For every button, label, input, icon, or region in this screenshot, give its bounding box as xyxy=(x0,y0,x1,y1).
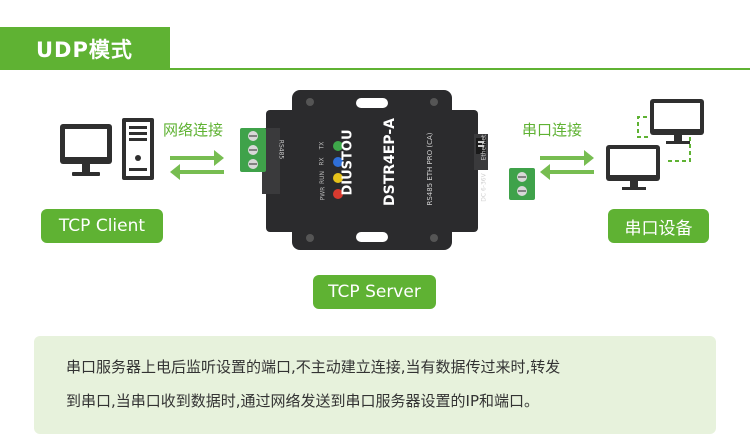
power-spec-label: DC 6-36V xyxy=(481,168,488,208)
power-terminal-block xyxy=(505,168,539,204)
led-label-run: RUN xyxy=(319,171,326,184)
pc-icon xyxy=(58,116,158,186)
port-rs485-label: RS485 xyxy=(278,130,285,170)
led-label-tx: TX xyxy=(318,142,325,150)
tcp-client-label: TCP Client xyxy=(41,209,163,243)
mode-title-tab: UDP模式 xyxy=(0,27,170,70)
rs485-terminal-block xyxy=(240,128,278,172)
serial-device-monitors-icon xyxy=(602,95,712,195)
description-line-2: 到串口,当串口收到数据时,通过网络发送到串口服务器设置的IP和端口。 xyxy=(66,384,688,418)
port-ethernet-label: Ethernet xyxy=(481,128,488,168)
serial-device-label: 串口设备 xyxy=(608,209,709,243)
bidirectional-arrows-icon xyxy=(538,147,596,181)
led-label-rx: RX xyxy=(319,157,326,165)
description-line-1: 串口服务器上电后监听设置的端口,不主动建立连接,当有数据传过来时,转发 xyxy=(66,350,688,384)
bidirectional-arrows-icon xyxy=(168,147,226,181)
serial-link-label: 串口连接 xyxy=(522,119,582,140)
tcp-server-label: TCP Server xyxy=(313,275,436,309)
mode-title: UDP模式 xyxy=(36,34,133,64)
title-underline xyxy=(0,68,750,70)
device-model: DSTR4EP-A xyxy=(382,102,398,222)
network-link-label: 网络连接 xyxy=(163,119,223,140)
device-sub: RS485 ETH PRO (CA) xyxy=(426,114,434,224)
mode-description-box: 串口服务器上电后监听设置的端口,不主动建立连接,当有数据传过来时,转发 到串口,… xyxy=(34,336,716,434)
device-brand: DIUSTOU xyxy=(341,108,356,218)
led-label-pwr: PWR xyxy=(319,187,326,201)
serial-server-device xyxy=(240,90,504,250)
